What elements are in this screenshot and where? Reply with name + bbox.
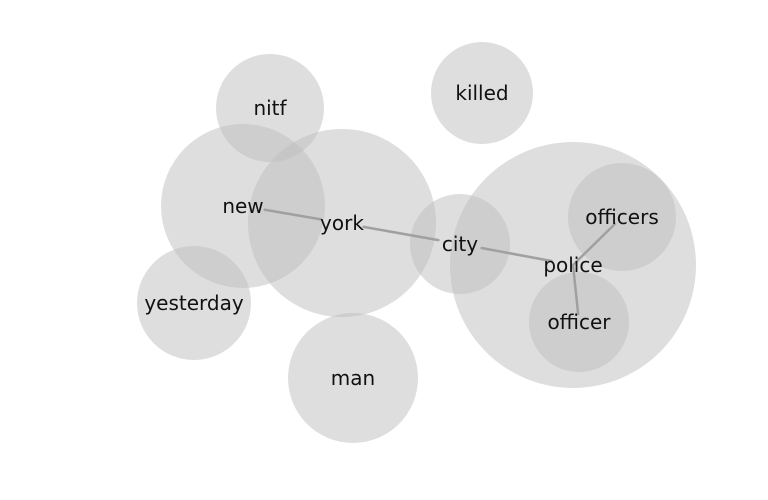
bubble-man <box>288 313 418 443</box>
edge-layer <box>263 208 617 316</box>
label-layer: nitf killed new york city police officers offic… <box>144 81 658 390</box>
bubble-layer <box>137 42 696 443</box>
label-yesterday: yesterday <box>144 291 244 315</box>
edge-police-officer <box>571 263 580 316</box>
bubble-officer <box>529 272 629 372</box>
label-york: york <box>320 211 364 235</box>
edge-police-officers <box>571 222 617 267</box>
label-police: police <box>543 253 602 277</box>
bubble-yesterday <box>137 246 251 360</box>
bubble-killed <box>431 42 533 144</box>
edge-city-police <box>480 246 553 263</box>
label-city: city <box>442 232 478 256</box>
edge-new-york <box>263 208 322 221</box>
label-man: man <box>331 366 375 390</box>
label-new: new <box>222 194 263 218</box>
label-killed: killed <box>455 81 508 105</box>
label-officers: officers <box>585 205 659 229</box>
bubble-york <box>248 129 436 317</box>
label-officer: officer <box>547 310 611 334</box>
label-nitf: nitf <box>253 96 287 120</box>
edge-york-city <box>362 225 440 242</box>
